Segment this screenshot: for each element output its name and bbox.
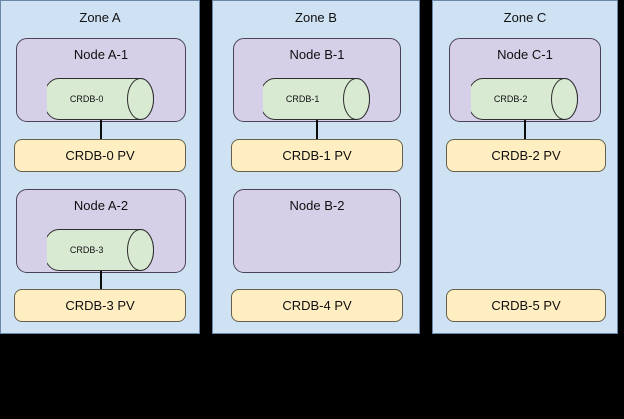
volume-box-crdb-1-pv[interactable]: CRDB-1 PV	[231, 139, 403, 172]
database-label-crdb-0: CRDB-0	[69, 94, 104, 104]
database-cylinder-crdb-0[interactable]: CRDB-0	[47, 78, 154, 120]
database-cylinder-crdb-3[interactable]: CRDB-3	[47, 229, 154, 271]
volume-box-crdb-3-pv[interactable]: CRDB-3 PV	[14, 289, 186, 322]
node-title-node-a-2: Node A-2	[73, 198, 129, 213]
volume-box-crdb-5-pv[interactable]: CRDB-5 PV	[446, 289, 606, 322]
volume-box-crdb-2-pv[interactable]: CRDB-2 PV	[446, 139, 606, 172]
connector-node-c-1	[524, 120, 526, 139]
volume-label-crdb-0-pv: CRDB-0 PV	[65, 147, 135, 163]
database-label-crdb-3: CRDB-3	[69, 245, 104, 255]
connector-node-a-2	[100, 271, 102, 289]
zone-title-zone-c: Zone C	[503, 10, 547, 25]
zone-title-zone-b: Zone B	[295, 10, 337, 25]
database-cylinder-crdb-2[interactable]: CRDB-2	[471, 78, 578, 120]
volume-label-crdb-1-pv: CRDB-1 PV	[282, 147, 352, 163]
volume-label-crdb-3-pv: CRDB-3 PV	[65, 297, 135, 313]
database-cylinder-crdb-1[interactable]: CRDB-1	[263, 78, 370, 120]
volume-label-crdb-5-pv: CRDB-5 PV	[491, 297, 561, 313]
volume-box-crdb-0-pv[interactable]: CRDB-0 PV	[14, 139, 186, 172]
volume-label-crdb-2-pv: CRDB-2 PV	[491, 147, 561, 163]
volume-label-crdb-4-pv: CRDB-4 PV	[282, 297, 352, 313]
connector-node-a-1	[100, 120, 102, 139]
node-title-node-b-1: Node B-1	[289, 47, 345, 62]
volume-box-crdb-4-pv[interactable]: CRDB-4 PV	[231, 289, 403, 322]
node-title-node-c-1: Node C-1	[497, 47, 553, 62]
node-title-node-a-1: Node A-1	[73, 47, 129, 62]
node-title-node-b-2: Node B-2	[289, 198, 345, 213]
connector-node-b-1	[316, 120, 318, 139]
node-box-node-b-2[interactable]: Node B-2	[233, 189, 401, 273]
database-label-crdb-1: CRDB-1	[285, 94, 320, 104]
zone-title-zone-a: Zone A	[79, 10, 121, 25]
database-label-crdb-2: CRDB-2	[493, 94, 528, 104]
